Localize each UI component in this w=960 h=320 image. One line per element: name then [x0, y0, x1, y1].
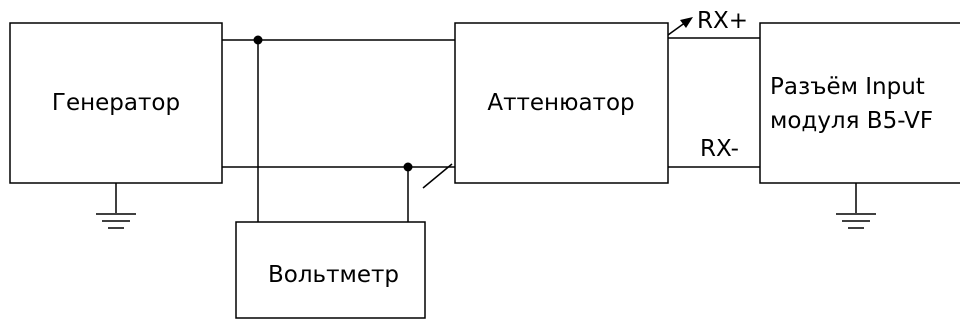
connector-label-line2: модуля B5-VF [770, 108, 933, 134]
voltmeter-label: Вольтметр [268, 262, 399, 288]
attenuator-block [454, 22, 669, 184]
connector-label-line1: Разъём Input [770, 74, 925, 100]
rx-plus-label: RX+ [697, 8, 748, 34]
generator-block [9, 22, 223, 184]
connector-block [759, 22, 960, 184]
slash-mark-bottom [422, 163, 453, 189]
arrow-rx-plus-line [667, 21, 687, 36]
generator-label: Генератор [52, 90, 180, 116]
arrow-rx-plus-head [680, 17, 693, 28]
junction-dot-top [253, 35, 263, 45]
ground-icon-connector [836, 183, 876, 229]
attenuator-label: Аттенюатор [487, 90, 634, 116]
junction-dot-bottom [403, 162, 413, 172]
ground-icon-generator [96, 183, 136, 229]
voltmeter-block [235, 221, 426, 319]
rx-minus-label: RX- [700, 136, 739, 162]
